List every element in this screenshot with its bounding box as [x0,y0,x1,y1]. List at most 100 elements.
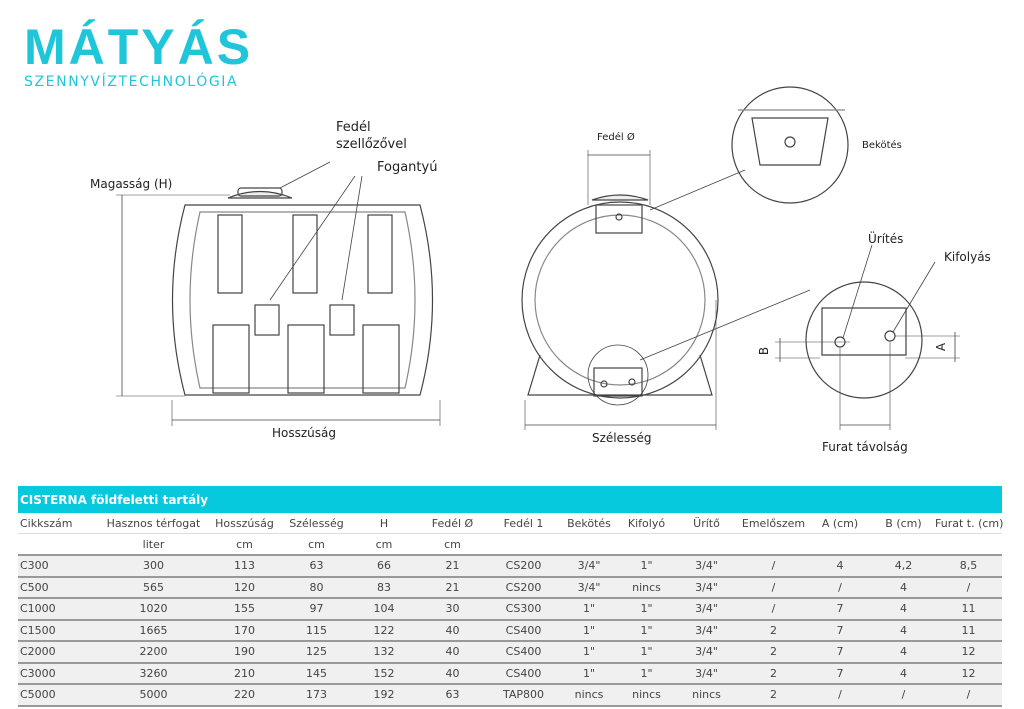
table-cell: 40 [417,662,488,685]
table-cell: nincs [559,684,619,707]
table-cell: 4 [872,598,935,621]
table-cell: / [872,684,935,707]
table-cell: 63 [282,555,351,578]
table-cell: 1020 [100,598,207,621]
table-cell: 4 [872,619,935,642]
unit-cell: cm [207,533,282,556]
table-cell: 4 [872,662,935,685]
column-header: Fedél Ø [417,513,488,534]
table-cell: 1" [559,641,619,664]
table-cell: C5000 [18,684,100,707]
table-cell: 4,2 [872,555,935,578]
unit-cell [739,533,808,556]
table-cell: 1665 [100,619,207,642]
table-cell: 66 [351,555,417,578]
unit-cell: liter [100,533,207,556]
table-cell: 1" [619,641,674,664]
table-cell: 3/4" [674,576,739,599]
table-cell: CS400 [488,662,559,685]
table-cell: 21 [417,555,488,578]
table-cell: 4 [872,641,935,664]
label-drain: Ürítés [868,232,904,246]
table-cell: 155 [207,598,282,621]
column-header: Cikkszám [18,513,100,534]
table-cell: 7 [808,619,872,642]
unit-cell [619,533,674,556]
table-cell: 2 [739,684,808,707]
table-cell: 2 [739,619,808,642]
table-cell: 4 [872,576,935,599]
label-b: B [757,346,772,356]
table-cell: 2 [739,641,808,664]
label-connection: Bekötés [862,140,902,151]
table-cell: 220 [207,684,282,707]
table-cell: / [739,598,808,621]
table-cell: 192 [351,684,417,707]
unit-cell: cm [282,533,351,556]
table-cell: 3260 [100,662,207,685]
table-cell: 2 [739,662,808,685]
table-cell: 3/4" [559,576,619,599]
table-cell: C300 [18,555,100,578]
table-cell: 145 [282,662,351,685]
table-cell: / [935,576,1003,599]
table-cell: 132 [351,641,417,664]
table-cell: / [739,555,808,578]
table-cell: 120 [207,576,282,599]
label-hole-distance: Furat távolság [822,440,908,454]
label-height: Magasság (H) [90,177,173,191]
table-cell: 1" [559,662,619,685]
table-cell: 565 [100,576,207,599]
table-cell: 5000 [100,684,207,707]
table-cell: 3/4" [674,598,739,621]
table-cell: 190 [207,641,282,664]
table-cell: 21 [417,576,488,599]
brand-logo: MÁTYÁS SZENNYVÍZTECHNOLÓGIA [24,22,253,90]
unit-cell [808,533,872,556]
table-cell: 3/4" [559,555,619,578]
table-cell: 2200 [100,641,207,664]
table-cell: C1000 [18,598,100,621]
table-cell: C500 [18,576,100,599]
table-cell: 80 [282,576,351,599]
column-header: H [351,513,417,534]
unit-cell [18,533,100,556]
column-header: Bekötés [559,513,619,534]
table-cell: 11 [935,619,1003,642]
column-header: Furat t. (cm) [935,513,1003,534]
unit-cell: cm [351,533,417,556]
label-handle: Fogantyú [377,160,438,175]
table-cell: / [739,576,808,599]
unit-cell [674,533,739,556]
table-cell: 97 [282,598,351,621]
logo-name: MÁTYÁS [24,19,254,75]
table-cell: 4 [808,555,872,578]
column-header: Hosszúság [207,513,282,534]
table-cell: 1" [619,555,674,578]
table-cell: 300 [100,555,207,578]
detail-connection [731,86,849,204]
column-header: Szélesség [282,513,351,534]
label-width: Szélesség [592,431,652,445]
table-cell: 12 [935,641,1003,664]
table-cell: 125 [282,641,351,664]
table-cell: nincs [619,684,674,707]
label-outlet: Kifolyás [944,250,991,264]
table-cell: 1" [619,619,674,642]
table-cell: CS200 [488,555,559,578]
unit-cell: cm [417,533,488,556]
detail-outlet [775,244,960,430]
table-cell: 1" [559,598,619,621]
table-cell: 1" [619,598,674,621]
table-cell: CS200 [488,576,559,599]
label-lid-diameter: Fedél Ø [597,132,635,143]
label-lid-vent: Fedél [336,120,371,135]
tank-side-view [116,161,441,426]
table-cell: CS400 [488,619,559,642]
